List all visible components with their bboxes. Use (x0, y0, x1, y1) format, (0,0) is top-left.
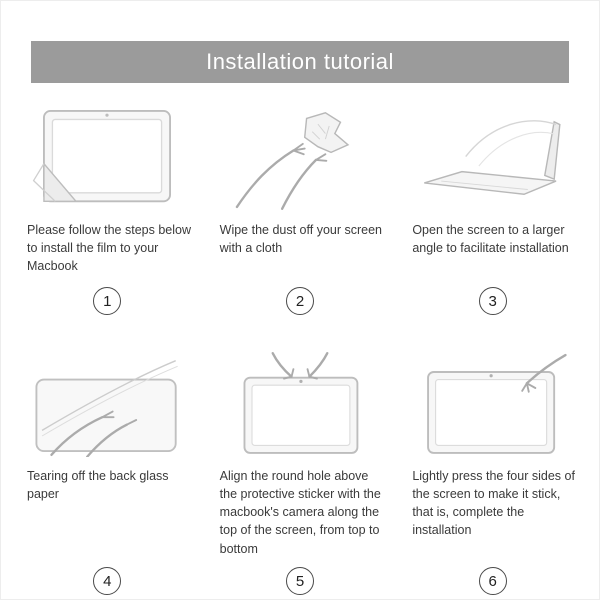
step-number-badge: 3 (478, 287, 507, 315)
wipe-cloth-illustration (210, 99, 391, 217)
step-caption: Tearing off the back glass paper (27, 469, 169, 502)
step-5: Align the round hole above the protectiv… (210, 345, 391, 595)
align-camera-illustration (210, 345, 391, 463)
step-caption: Open the screen to a larger angle to fac… (412, 223, 569, 256)
step-caption: Align the round hole above the protectiv… (219, 469, 381, 556)
step-caption: Please follow the steps below to install… (27, 223, 191, 274)
hands-aligning-screen-icon (243, 352, 359, 454)
steps-row-1: Please follow the steps below to install… (1, 83, 599, 315)
hands-wiping-cloth-icon (235, 112, 350, 210)
step-1: Please follow the steps below to install… (17, 99, 198, 315)
laptop-opening-icon (423, 120, 561, 195)
steps-row-2: Tearing off the back glass paper 4 Align… (1, 329, 599, 595)
page-title: Installation tutorial (206, 49, 394, 74)
step-number: 5 (295, 572, 305, 590)
step-caption: Wipe the dust off your screen with a clo… (219, 223, 383, 256)
hand-pressing-screen-icon (426, 353, 567, 454)
press-sides-illustration (402, 345, 583, 463)
step-6: Lightly press the four sides of the scre… (402, 345, 583, 595)
step-number: 3 (488, 292, 497, 310)
film-corner-peel-illustration (17, 99, 198, 217)
step-2: Wipe the dust off your screen with a clo… (210, 99, 391, 315)
hands-tearing-backing-icon (35, 360, 179, 457)
step-4: Tearing off the back glass paper 4 (17, 345, 198, 595)
step-number-badge: 1 (93, 287, 122, 315)
step-caption: Lightly press the four sides of the scre… (412, 469, 575, 538)
screen-with-peel-icon (33, 110, 172, 203)
step-number: 2 (295, 292, 305, 310)
step-number: 6 (488, 572, 497, 590)
step-number-badge: 5 (285, 567, 314, 595)
tear-backing-illustration (17, 345, 198, 463)
step-number-badge: 2 (285, 287, 314, 315)
step-number: 1 (103, 292, 112, 310)
title-banner: Installation tutorial (31, 41, 569, 83)
open-laptop-illustration (402, 99, 583, 217)
step-number: 4 (103, 572, 112, 590)
step-number-badge: 4 (93, 567, 122, 595)
step-3: Open the screen to a larger angle to fac… (402, 99, 583, 315)
step-number-badge: 6 (478, 567, 507, 595)
